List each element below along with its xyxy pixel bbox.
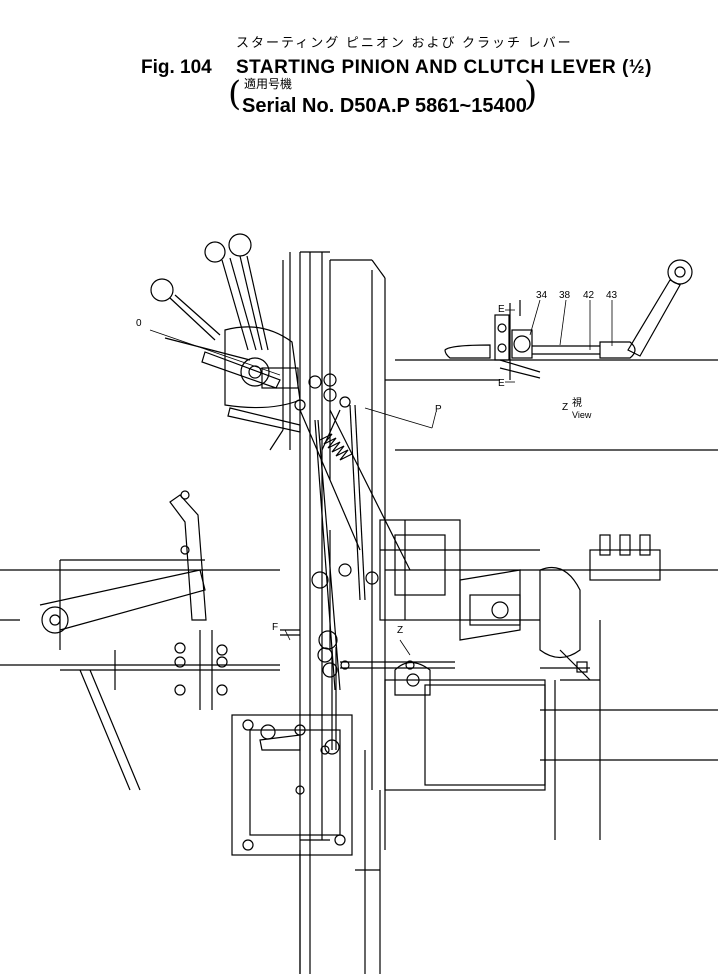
title-english: STARTING PINION AND CLUTCH LEVER (½) [236, 57, 652, 78]
lower-plate [231, 714, 381, 974]
z-view-english: View [572, 410, 592, 420]
drawing-header: スターティング ピニオン および クラッチ レバー Fig. 104 START… [0, 0, 718, 150]
callout-e-top: E [498, 304, 505, 315]
callout-34: 34 [536, 290, 548, 301]
lower-linkage [311, 530, 455, 755]
z-view-detail [444, 259, 693, 380]
main-frame [269, 251, 718, 974]
callout-42: 42 [583, 290, 595, 301]
callout-e-bottom: E [498, 378, 505, 389]
clutch-housing [379, 519, 718, 840]
linkage-spring [299, 404, 411, 691]
callout-38: 38 [559, 290, 571, 301]
title-japanese: スターティング ピニオン および クラッチ レバー [236, 35, 573, 50]
z-view-japanese: 視 [572, 396, 582, 409]
serial-label-japanese: 適用号機 [244, 77, 293, 91]
control-lever-assembly [150, 233, 351, 433]
parts-diagram: 0 P F Z E E 34 38 42 43 Z 視 View [0, 233, 718, 974]
open-paren-glyph: ( [228, 74, 242, 114]
serial-number: Serial No. D50A.P 5861~15400 [242, 95, 527, 117]
callout-0: 0 [136, 318, 142, 329]
z-view-letter: Z [562, 402, 568, 413]
callout-f: F [272, 622, 278, 633]
figure-number: Fig. 104 [141, 57, 212, 78]
callout-p: P [435, 404, 442, 415]
left-arm-assembly [0, 490, 300, 791]
callout-43: 43 [606, 290, 618, 301]
close-paren-glyph: ) [524, 74, 538, 114]
callout-z: Z [397, 625, 403, 636]
leader-lines [149, 299, 613, 656]
